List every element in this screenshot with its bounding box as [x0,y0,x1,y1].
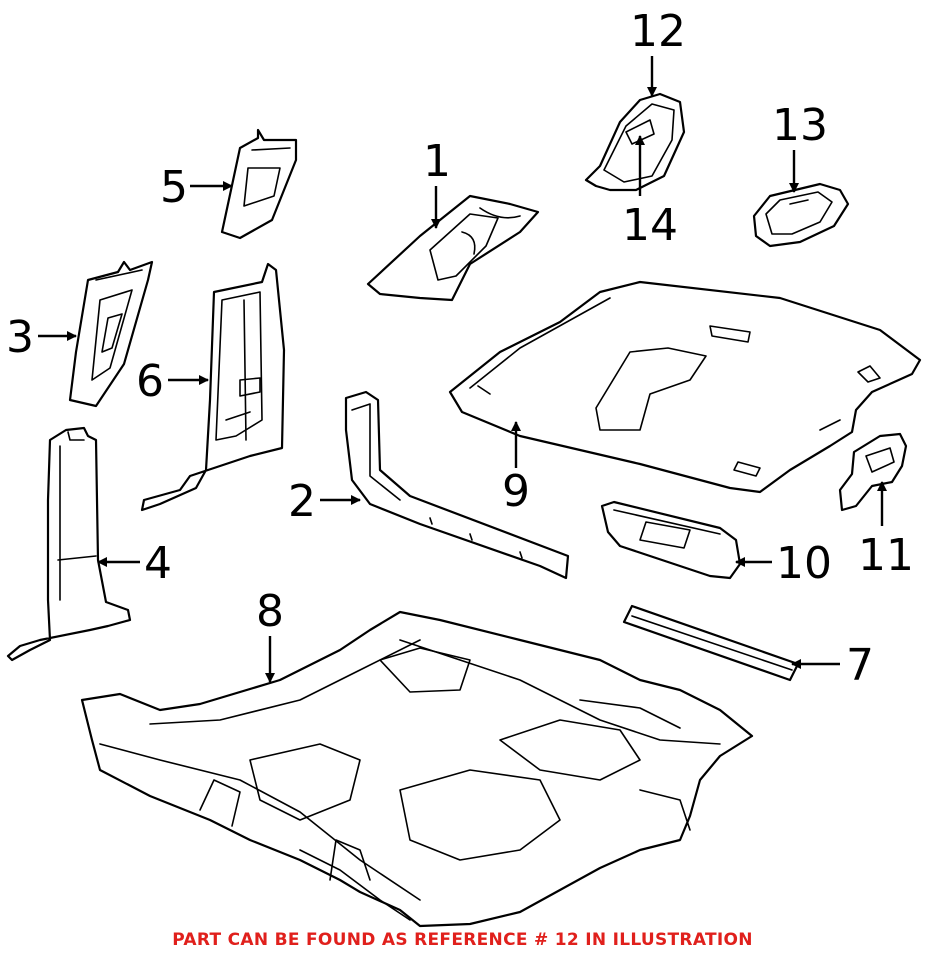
part-10-sun-visor [600,500,742,580]
callout-13: 13 [772,100,828,151]
callout-5: 5 [160,162,188,213]
part-3-pillar-trim [68,260,154,408]
callout-4: 4 [144,538,172,589]
callout-9: 9 [502,466,530,517]
part-11-bracket [838,432,908,512]
reference-note: PART CAN BE FOUND AS REFERENCE # 12 IN I… [172,930,753,950]
callout-7: 7 [846,640,874,691]
part-9-rear-shelf-trim [448,280,922,494]
leader-lines [38,56,887,683]
callout-12: 12 [630,6,686,57]
callout-10: 10 [776,538,832,589]
part-2-sill-trim [344,390,570,580]
part-6-lower-pillar-trim [140,262,286,512]
callout-14: 14 [622,200,678,251]
part-7-scuff-strip [622,604,800,682]
part-4-b-pillar-trim [6,426,132,662]
callout-11: 11 [858,530,914,581]
part-13-lamp-lens [752,182,850,248]
callout-1: 1 [423,136,451,187]
callout-8: 8 [256,586,284,637]
callout-3: 3 [6,312,34,363]
callout-6: 6 [136,356,164,407]
callout-2: 2 [288,476,316,527]
part-12-dome-lamp-housing [584,92,686,192]
part-1-pillar-trim [366,194,540,302]
part-5-upper-pillar-trim [220,128,298,240]
part-8-floor-carpet [80,610,754,928]
